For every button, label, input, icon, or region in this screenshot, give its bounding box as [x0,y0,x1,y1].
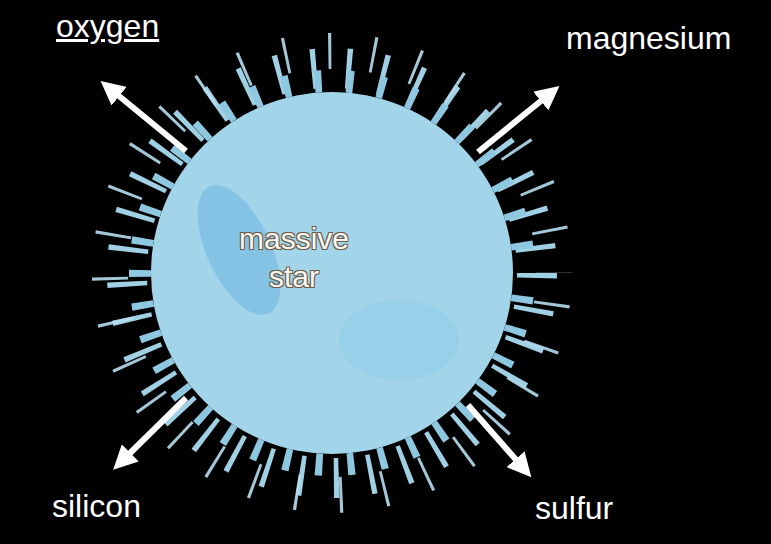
element-label: sulfur [535,490,613,527]
star-shape [149,90,515,456]
arrow [120,398,186,463]
star-blotch [339,300,459,380]
ray-ring [110,51,554,495]
star-label: massive star [219,220,369,295]
arrow [478,92,552,152]
element-label: oxygen [56,8,159,45]
ray-ring [127,68,537,478]
star-body [151,92,513,454]
element-label: silicon [52,488,141,525]
arrow [108,87,186,151]
arrow [468,405,525,470]
element-label: magnesium [566,20,731,57]
star-circle: massive star [149,90,515,456]
